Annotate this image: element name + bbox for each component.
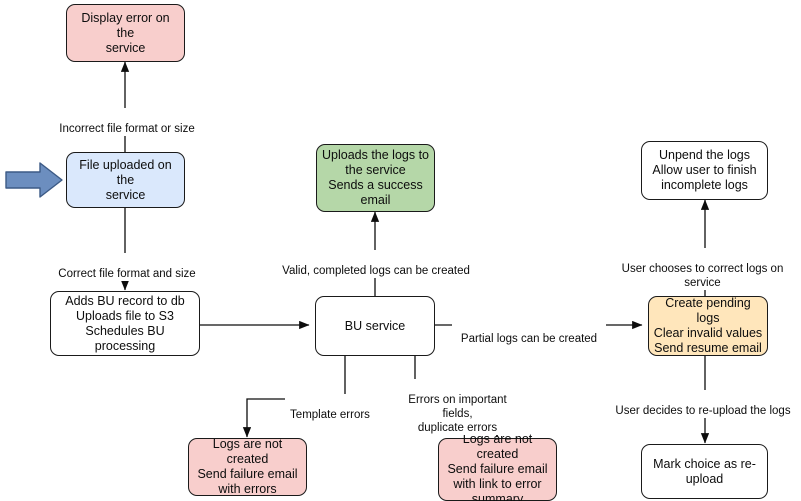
node-unpend-logs[interactable]: Unpend the logs Allow user to finish inc… (641, 141, 768, 200)
edge-label-template-errors-text: Template errors (290, 409, 370, 421)
node-bu-service-label: BU service (344, 318, 406, 333)
node-logs-not-created-1[interactable]: Logs are not created Send failure email … (188, 437, 307, 496)
incoming-upload-arrow (5, 162, 63, 198)
edge-label-incorrect-format-text: Incorrect file format or size (59, 123, 195, 135)
node-create-pending-logs[interactable]: Create pending logs Clear invalid values… (648, 296, 768, 356)
edge-label-partial-logs-text: Partial logs can be created (460, 333, 598, 345)
node-adds-bu-record-label: Adds BU record to db Uploads file to S3 … (65, 293, 185, 353)
node-bu-service[interactable]: BU service (315, 296, 435, 356)
edge-label-user-corrects-text: User chooses to correct logs on service (621, 263, 784, 289)
edge-label-errors-important-text: Errors on important fields, duplicate er… (408, 394, 507, 434)
node-file-uploaded-label: File uploaded on the service (79, 157, 172, 202)
edge-label-template-errors: Template errors (285, 394, 375, 422)
node-adds-bu-record[interactable]: Adds BU record to db Uploads file to S3 … (50, 291, 200, 356)
node-logs-not-created-2[interactable]: Logs are not created Send failure email … (438, 432, 557, 501)
node-uploads-logs-label: Uploads the logs to the service Sends a … (321, 148, 429, 207)
node-display-error-label: Display error on the service (81, 10, 170, 55)
edge-label-user-reuploads-text: User decides to re-upload the logs (615, 405, 791, 417)
node-uploads-logs[interactable]: Uploads the logs to the service Sends a … (316, 144, 435, 212)
edge-label-user-corrects: User chooses to correct logs on service (604, 248, 801, 290)
edge-label-user-reuploads: User decides to re-upload the logs (611, 390, 795, 418)
edge-label-partial-logs: Partial logs can be created (452, 318, 606, 346)
edge-label-correct-format: Correct file format and size (50, 253, 204, 281)
node-unpend-logs-label: Unpend the logs Allow user to finish inc… (652, 148, 757, 192)
edge-label-errors-important: Errors on important fields, duplicate er… (390, 379, 525, 435)
node-mark-choice-label: Mark choice as re- upload (653, 456, 756, 486)
edge-label-valid-completed: Valid, completed logs can be created (272, 250, 480, 278)
node-logs-not-created-1-label: Logs are not created Send failure email … (197, 437, 298, 496)
edge-label-incorrect-format: Incorrect file format or size (47, 108, 207, 136)
edge-label-valid-completed-text: Valid, completed logs can be created (282, 265, 470, 277)
node-mark-choice[interactable]: Mark choice as re- upload (641, 444, 768, 499)
edge-label-correct-format-text: Correct file format and size (58, 268, 196, 280)
node-create-pending-logs-label: Create pending logs Clear invalid values… (653, 296, 763, 355)
node-display-error[interactable]: Display error on the service (66, 4, 185, 62)
node-file-uploaded[interactable]: File uploaded on the service (66, 152, 185, 208)
node-logs-not-created-2-label: Logs are not created Send failure email … (447, 432, 548, 501)
